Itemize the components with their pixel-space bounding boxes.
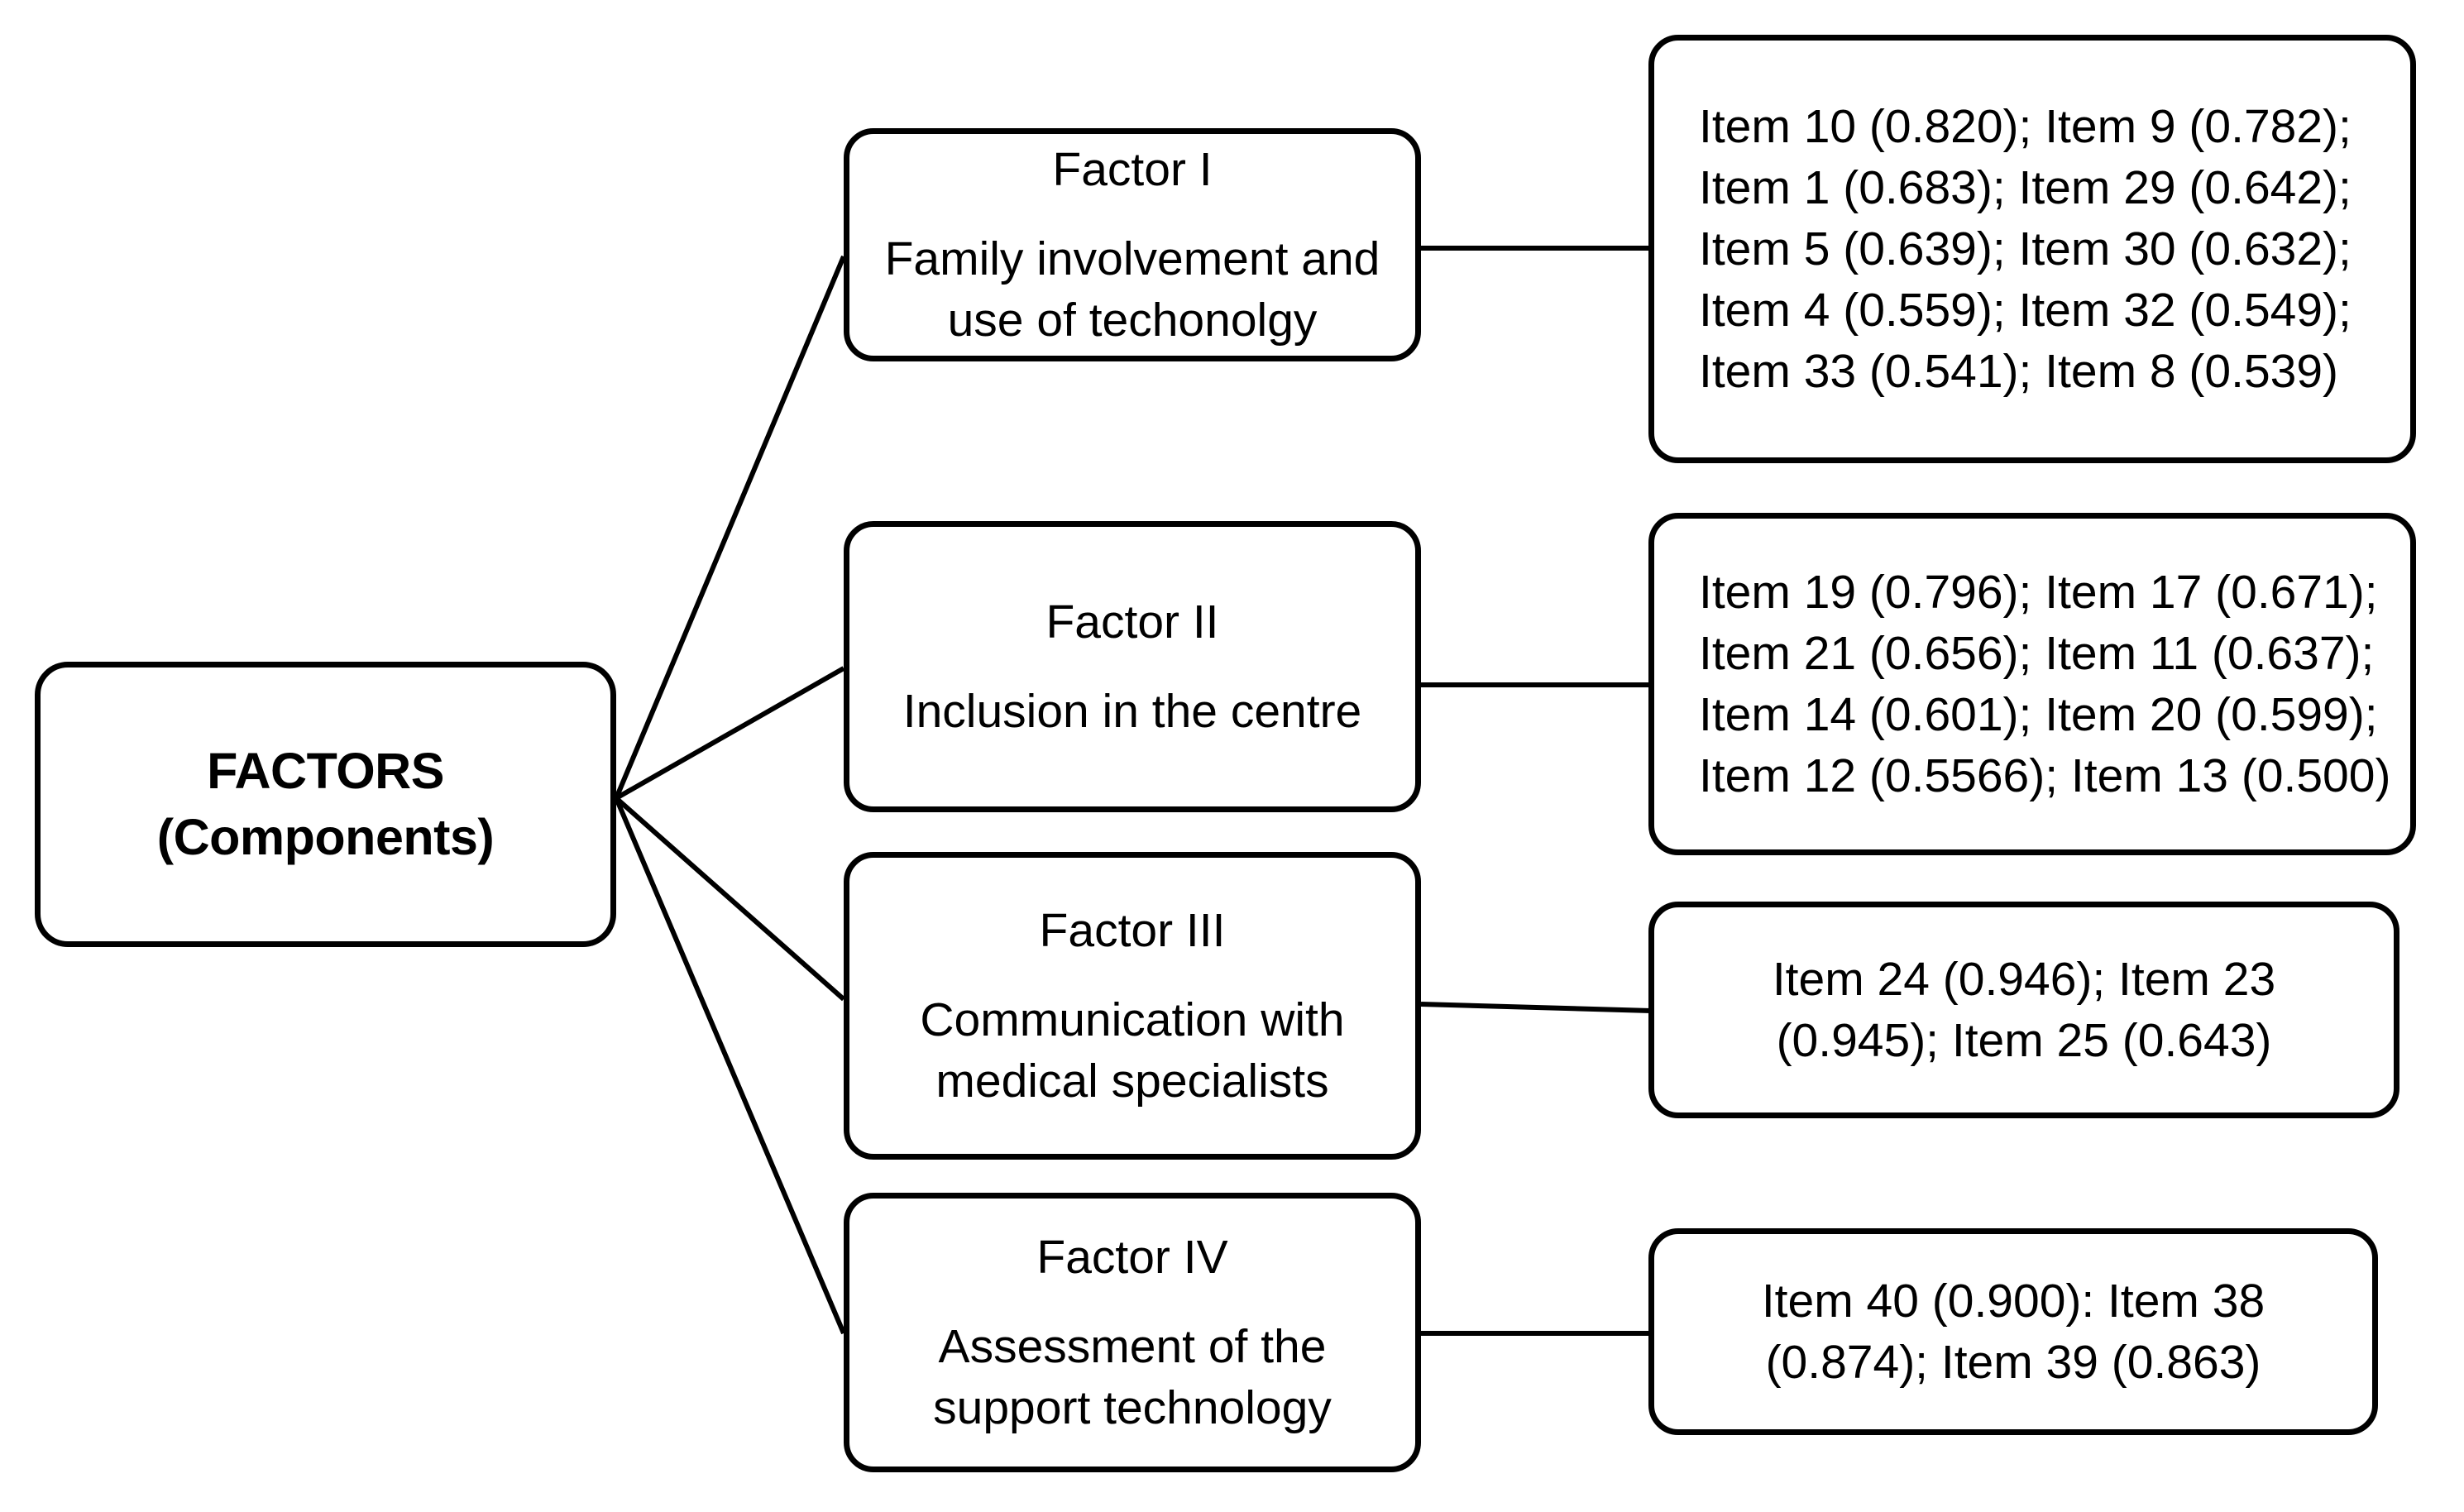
factor-node-4-description: Assessment of the support technology — [933, 1319, 1332, 1435]
root-node-label: FACTORS (Components) — [156, 743, 495, 865]
root-node-factors[interactable]: FACTORS (Components) — [35, 662, 616, 947]
items-node-2[interactable]: Item 19 (0.796); Item 17 (0.671); Item 2… — [1648, 513, 2416, 855]
items-node-4[interactable]: Item 40 (0.900): Item 38 (0.874); Item 3… — [1648, 1228, 2378, 1435]
connector-root-to-factor-2 — [615, 666, 845, 801]
factor-node-3-description: Communication with medical specialists — [920, 993, 1345, 1108]
connector-root-to-factor-3 — [615, 796, 845, 1002]
factor-node-4-title: Factor IV — [1036, 1230, 1228, 1284]
factor-node-4[interactable]: Factor IV Assessment of the support tech… — [844, 1193, 1421, 1472]
connector-root-to-factor-1 — [614, 255, 846, 800]
factor-node-1[interactable]: Factor I Family involvement and use of t… — [844, 128, 1421, 361]
factor-node-1-description: Family involvement and use of techonolgy — [884, 232, 1380, 347]
factor-node-2[interactable]: Factor II Inclusion in the centre — [844, 521, 1421, 812]
factor-node-1-title: Factor I — [1052, 142, 1213, 196]
items-node-2-text: Item 19 (0.796); Item 17 (0.671); Item 2… — [1699, 565, 2391, 803]
items-node-3-text: Item 24 (0.946); Item 23 (0.945); Item 2… — [1772, 952, 2276, 1067]
items-node-4-text: Item 40 (0.900): Item 38 (0.874); Item 3… — [1761, 1274, 2265, 1389]
connector-root-to-factor-4 — [614, 797, 846, 1335]
items-node-1-text: Item 10 (0.820); Item 9 (0.782); Item 1 … — [1699, 99, 2352, 399]
items-node-3[interactable]: Item 24 (0.946); Item 23 (0.945); Item 2… — [1648, 902, 2399, 1118]
items-node-1[interactable]: Item 10 (0.820); Item 9 (0.782); Item 1 … — [1648, 35, 2416, 463]
factor-node-3[interactable]: Factor III Communication with medical sp… — [844, 852, 1421, 1160]
factor-node-2-title: Factor II — [1045, 595, 1219, 648]
factor-node-2-description: Inclusion in the centre — [902, 685, 1362, 738]
factor-node-3-title: Factor III — [1039, 903, 1226, 957]
connector-factor-3-to-items-3 — [1420, 1002, 1652, 1013]
